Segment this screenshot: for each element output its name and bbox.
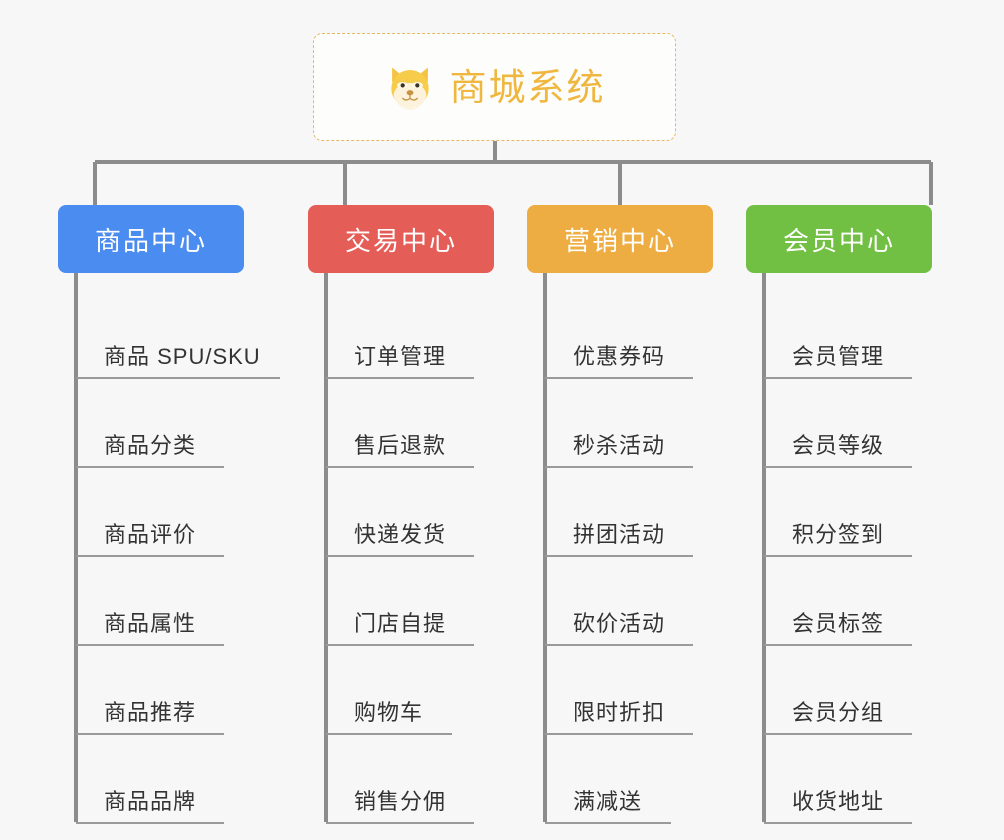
leaf-label: 会员等级 [792, 433, 885, 458]
leaf-underline [76, 644, 224, 646]
leaf-underline [326, 644, 474, 646]
leaf-item[interactable]: 积分签到 [748, 468, 978, 557]
leaf-item[interactable]: 订单管理 [310, 290, 540, 379]
leaf-label: 商品推荐 [104, 700, 197, 725]
category-label: 营销中心 [563, 225, 676, 256]
leaf-underline [545, 377, 693, 379]
leaf-underline [764, 733, 912, 735]
leaf-item[interactable]: 砍价活动 [529, 557, 759, 646]
root-node-label: 商城系统 [449, 66, 606, 108]
leaf-underline [545, 822, 671, 824]
leaf-label: 会员标签 [792, 611, 885, 636]
root-node-content: 商城系统 [384, 61, 606, 113]
shiba-dog-face-icon [390, 67, 429, 110]
leaf-label: 会员管理 [792, 344, 885, 369]
category-node-交易中心[interactable]: 交易中心 [308, 205, 494, 273]
leaf-underline [545, 644, 693, 646]
leaf-label: 售后退款 [354, 433, 447, 458]
leaf-underline [76, 555, 224, 557]
leaf-label: 商品分类 [104, 433, 197, 458]
leaf-underline [76, 466, 224, 468]
leaf-item[interactable]: 秒杀活动 [529, 379, 759, 468]
category-label: 会员中心 [782, 225, 895, 256]
leaf-label: 优惠券码 [573, 344, 666, 369]
leaf-label: 快递发货 [354, 522, 447, 547]
category-label: 交易中心 [344, 225, 457, 256]
leaf-label: 砍价活动 [573, 611, 666, 636]
leaf-underline [326, 466, 474, 468]
leaf-label: 商品 SPU/SKU [104, 344, 261, 369]
leaf-underline [764, 555, 912, 557]
leaf-column-3: 优惠券码 秒杀活动 拼团活动 砍价活动 限时折扣 满减送 [529, 290, 759, 824]
leaf-item[interactable]: 会员管理 [748, 290, 978, 379]
leaf-underline [76, 822, 224, 824]
leaf-label: 订单管理 [354, 344, 447, 369]
leaf-item[interactable]: 销售分佣 [310, 735, 540, 824]
root-node[interactable]: 商城系统 [313, 33, 676, 141]
leaf-label: 满减送 [573, 789, 643, 814]
leaf-label: 限时折扣 [573, 700, 666, 725]
leaf-underline [76, 377, 280, 379]
leaf-item[interactable]: 商品属性 [60, 557, 290, 646]
leaf-item[interactable]: 商品 SPU/SKU [60, 290, 290, 379]
leaf-item[interactable]: 商品评价 [60, 468, 290, 557]
leaf-label: 销售分佣 [354, 789, 447, 814]
leaf-item[interactable]: 满减送 [529, 735, 759, 824]
leaf-underline [764, 644, 912, 646]
leaf-underline [326, 555, 474, 557]
leaf-underline [764, 822, 912, 824]
leaf-item[interactable]: 拼团活动 [529, 468, 759, 557]
leaf-item[interactable]: 商品推荐 [60, 646, 290, 735]
leaf-item[interactable]: 商品品牌 [60, 735, 290, 824]
category-node-会员中心[interactable]: 会员中心 [746, 205, 932, 273]
leaf-column-4: 会员管理 会员等级 积分签到 会员标签 会员分组 收货地址 [748, 290, 978, 824]
leaf-label: 收货地址 [792, 789, 885, 814]
leaf-item[interactable]: 优惠券码 [529, 290, 759, 379]
leaf-label: 购物车 [354, 700, 424, 725]
leaf-item[interactable]: 会员分组 [748, 646, 978, 735]
leaf-label: 会员分组 [792, 700, 885, 725]
category-label: 商品中心 [94, 225, 207, 256]
leaf-item[interactable]: 限时折扣 [529, 646, 759, 735]
leaf-label: 商品属性 [104, 611, 197, 636]
leaf-underline [326, 822, 474, 824]
leaf-item[interactable]: 商品分类 [60, 379, 290, 468]
leaf-item[interactable]: 快递发货 [310, 468, 540, 557]
leaf-column-1: 商品 SPU/SKU 商品分类 商品评价 商品属性 商品推荐 商品品牌 [60, 290, 290, 824]
leaf-item[interactable]: 门店自提 [310, 557, 540, 646]
leaf-item[interactable]: 购物车 [310, 646, 540, 735]
leaf-label: 秒杀活动 [573, 433, 666, 458]
leaf-label: 门店自提 [354, 611, 447, 636]
leaf-item[interactable]: 售后退款 [310, 379, 540, 468]
leaf-item[interactable]: 收货地址 [748, 735, 978, 824]
category-node-商品中心[interactable]: 商品中心 [58, 205, 244, 273]
leaf-underline [545, 733, 693, 735]
leaf-underline [76, 733, 224, 735]
leaf-label: 积分签到 [792, 522, 885, 547]
leaf-underline [545, 555, 693, 557]
leaf-underline [326, 377, 474, 379]
leaf-underline [545, 466, 693, 468]
category-node-营销中心[interactable]: 营销中心 [527, 205, 713, 273]
leaf-label: 商品评价 [104, 522, 197, 547]
leaf-label: 拼团活动 [573, 522, 666, 547]
leaf-column-2: 订单管理 售后退款 快递发货 门店自提 购物车 销售分佣 [310, 290, 540, 824]
leaf-underline [764, 377, 912, 379]
leaf-label: 商品品牌 [104, 789, 197, 814]
leaf-underline [764, 466, 912, 468]
leaf-item[interactable]: 会员等级 [748, 379, 978, 468]
leaf-underline [326, 733, 452, 735]
leaf-item[interactable]: 会员标签 [748, 557, 978, 646]
